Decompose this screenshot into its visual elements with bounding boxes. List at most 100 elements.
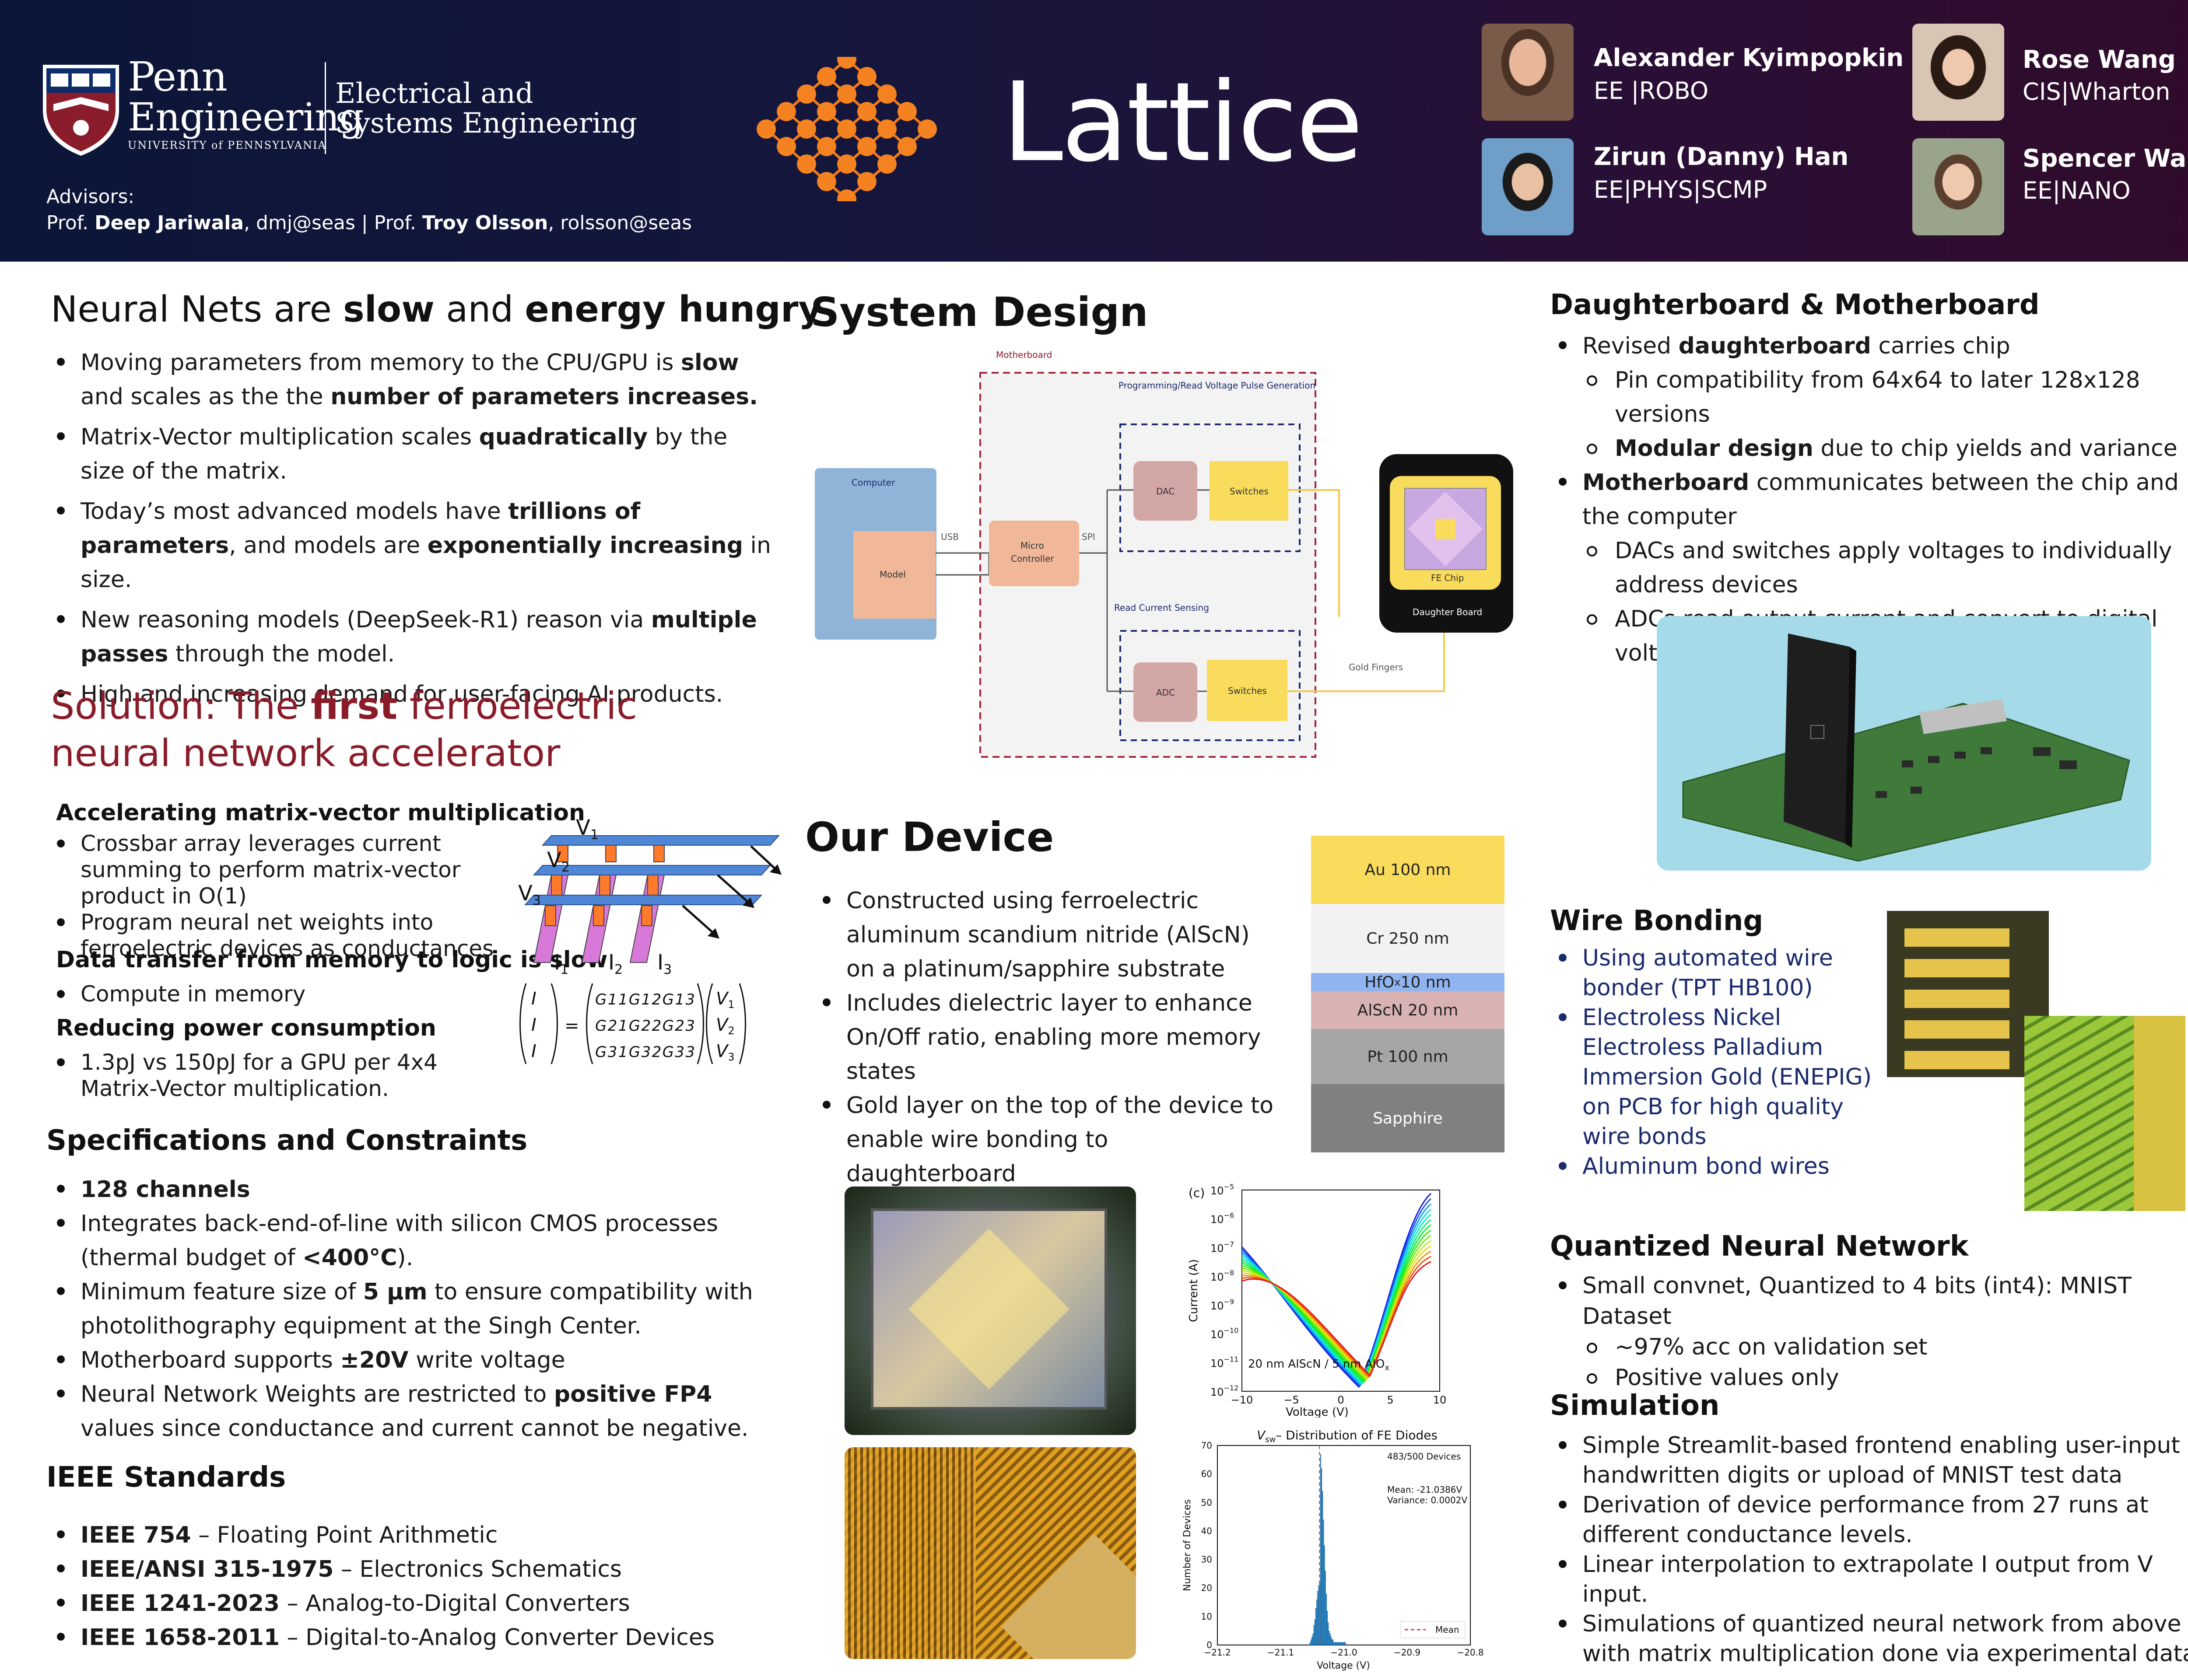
- list-item: Simulations of quantized neural network …: [1551, 1609, 2188, 1669]
- list-item: Aluminum bond wires: [1551, 1152, 1883, 1181]
- solution-bullets-3: 1.3pJ vs 150pJ for a GPU per 4x4 Matrix-…: [49, 1049, 508, 1102]
- iv-ytick: 10−12: [1210, 1384, 1238, 1398]
- list-item: Neural Network Weights are restricted to…: [49, 1377, 793, 1446]
- layer-label-rest: 10 nm: [1400, 973, 1451, 991]
- member-name: Spencer Ware: [2023, 144, 2188, 173]
- hist-bar: [1320, 1454, 1321, 1645]
- hist-bar: [1345, 1642, 1346, 1645]
- hist-xtick: −20.8: [1457, 1647, 1483, 1658]
- iv-panel-label: (c): [1189, 1186, 1205, 1200]
- system-design-title: System Design: [810, 289, 1148, 336]
- dac-switches-label: Switches: [1230, 486, 1269, 497]
- solution-bullets-1: Crossbar array leverages current summing…: [49, 830, 543, 962]
- text: carries chip: [1871, 333, 2010, 359]
- qnn-sublist: ~97% acc on validation set Positive valu…: [1582, 1332, 2188, 1393]
- hist-bar: [1342, 1642, 1343, 1645]
- text: – Digital-to-Analog Converter Devices: [280, 1624, 715, 1651]
- text: Small convnet, Quantized to 4 bits (int4…: [1582, 1273, 2132, 1330]
- vsw-histogram-chart: Vsw– Distribution of FE Diodes 010203040…: [1182, 1428, 1484, 1671]
- hist-xtick: −21.0: [1330, 1647, 1357, 1658]
- solution-heading-3: Reducing power consumption: [56, 1015, 436, 1041]
- simulation-title: Simulation: [1550, 1390, 1720, 1422]
- iv-ylabel: Current (A): [1187, 1259, 1200, 1322]
- hist-ytick: 20: [1201, 1583, 1212, 1593]
- member-name: Rose Wang: [2023, 46, 2176, 74]
- poster-title: Lattice: [1002, 59, 1363, 186]
- wire-bond-closeup-photo: [2024, 1016, 2185, 1211]
- spi-label: SPI: [1082, 532, 1095, 542]
- iv-xlabel: Voltage (V): [1286, 1406, 1349, 1418]
- text: Integrates back-end-of-line with silicon…: [81, 1211, 719, 1271]
- member-name: Alexander Kyimpopkin: [1594, 44, 1904, 72]
- list-item: ~97% acc on validation set: [1551, 1332, 2188, 1362]
- hist-title: Vsw– Distribution of FE Diodes: [1257, 1428, 1438, 1444]
- member-photo-rose: [1912, 24, 2004, 121]
- iv-xtick: −5: [1283, 1394, 1299, 1406]
- intro-title-part: and: [435, 289, 525, 330]
- advisor-1-email: , dmj@seas | Prof.: [244, 212, 422, 234]
- intro-bullets: Moving parameters from memory to the CPU…: [49, 346, 771, 718]
- list-item: Crossbar array leverages current summing…: [49, 830, 543, 909]
- motherboard-label: Motherboard: [996, 350, 1052, 360]
- advisor-2-name: Troy Olsson: [422, 212, 548, 234]
- hist-bar: [1322, 1491, 1323, 1645]
- hist-bar: [1324, 1545, 1325, 1645]
- pulse-gen-label: Programming/Read Voltage Pulse Generatio…: [1119, 380, 1315, 391]
- lattice-node: [757, 119, 776, 139]
- text: Modular design: [1615, 435, 1813, 462]
- hist-bar: [1328, 1622, 1329, 1645]
- text: IEEE 1658-2011: [81, 1624, 280, 1651]
- lattice-node: [918, 119, 937, 139]
- our-device-title: Our Device: [805, 814, 1054, 861]
- hist-ytick: 60: [1201, 1469, 1212, 1479]
- stack-layer-sapphire: Sapphire: [1311, 1084, 1504, 1152]
- text: – Floating Point Arithmetic: [191, 1522, 498, 1548]
- specs-title: Specifications and Constraints: [46, 1124, 528, 1157]
- lattice-node: [837, 189, 856, 201]
- text: Revised: [1582, 333, 1679, 359]
- board-3d-render: [1657, 616, 2151, 871]
- penn-engineering-wordmark: Penn Engineering UNIVERSITY of PENNSYLVA…: [128, 57, 364, 152]
- layer-label: Pt 100 nm: [1367, 1047, 1448, 1066]
- iv-xtick: 5: [1387, 1394, 1393, 1406]
- list-item: Compute in memory: [49, 981, 530, 1007]
- text: ±20V: [340, 1347, 409, 1373]
- list-item: Minimum feature size of 5 µm to ensure c…: [49, 1275, 793, 1343]
- text: , and models are: [229, 532, 428, 559]
- hist-variance-text: Variance: 0.0002V: [1387, 1495, 1467, 1505]
- i3-label: I3: [657, 950, 672, 976]
- lattice-node: [817, 67, 836, 86]
- list-item: High and increasing demand for user-faci…: [49, 677, 771, 711]
- hist-bar: [1316, 1599, 1318, 1645]
- system-block-diagram: Motherboard Programming/Read Voltage Pul…: [815, 350, 1513, 758]
- hist-bar: [1338, 1642, 1339, 1645]
- lattice-node: [777, 102, 796, 121]
- text: ferroelectric neural network accelerator: [51, 684, 638, 775]
- crossbar-devices: [545, 844, 665, 926]
- hist-ytick: 0: [1206, 1640, 1212, 1650]
- advisor-1-name: Deep Jariwala: [95, 212, 244, 234]
- list-item: Simple Streamlit-based frontend enabling…: [1551, 1431, 2188, 1490]
- dac-label: DAC: [1156, 486, 1175, 497]
- hist-ytick: 50: [1201, 1497, 1212, 1508]
- adc-block: [1133, 662, 1197, 722]
- list-item: Integrates back-end-of-line with silicon…: [49, 1207, 793, 1275]
- stack-layer-cr: Cr 250 nm: [1311, 904, 1504, 973]
- hist-ytick: 40: [1201, 1526, 1212, 1536]
- text: first: [310, 684, 398, 728]
- list-item: Moving parameters from memory to the CPU…: [49, 346, 771, 414]
- lattice-node: [837, 57, 856, 69]
- eq-i1: I: [531, 989, 536, 1009]
- advisors-names: Prof. Deep Jariwala, dmj@seas | Prof. Tr…: [46, 212, 692, 234]
- eq-i3: I: [531, 1041, 536, 1061]
- lattice-node: [857, 137, 877, 156]
- list-item: 1.3pJ vs 150pJ for a GPU per 4x4 Matrix-…: [49, 1049, 508, 1102]
- penn-shield-logo: [43, 65, 119, 156]
- wire-bonding-bullets: Using automated wire bonder (TPT HB100) …: [1551, 943, 1883, 1181]
- list-item: New reasoning models (DeepSeek-R1) reaso…: [49, 603, 771, 671]
- fe-chip-label: FE Chip: [1431, 573, 1464, 583]
- list-item: 128 channels: [49, 1172, 793, 1207]
- intro-title-part: energy hungry: [525, 289, 822, 330]
- eq-v2: V2: [716, 1015, 735, 1037]
- member-dept: EE|NANO: [2023, 177, 2131, 204]
